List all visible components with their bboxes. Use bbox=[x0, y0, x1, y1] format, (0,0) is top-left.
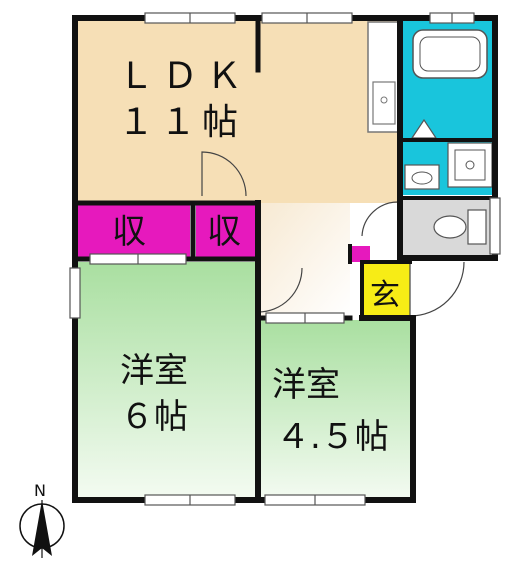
western-room-6-size: ６帖 bbox=[120, 397, 188, 437]
western-room-45-size: ４.５帖 bbox=[276, 417, 389, 457]
toilet-tank bbox=[467, 209, 487, 245]
toilet-bowl bbox=[433, 215, 467, 239]
entrance-label: 玄 bbox=[370, 278, 400, 313]
hallway-floor bbox=[258, 203, 350, 317]
compass-north-label: N bbox=[34, 481, 46, 500]
washbasin bbox=[404, 164, 440, 190]
storage-right-fill bbox=[196, 203, 256, 257]
compass-arrow-icon bbox=[32, 500, 52, 556]
storage-left-fill bbox=[75, 203, 190, 257]
entrance-floor bbox=[362, 262, 410, 318]
western-room-6-floor bbox=[75, 262, 258, 500]
western-room-45-name: 洋室 bbox=[272, 365, 340, 405]
north-compass: N bbox=[19, 481, 65, 558]
storage-left-label: 収 bbox=[112, 212, 146, 252]
shoe-box bbox=[350, 246, 370, 262]
ldk-floor bbox=[75, 18, 400, 203]
western-room-6-name: 洋室 bbox=[120, 351, 188, 391]
washing-machine-drain bbox=[465, 160, 475, 170]
windows bbox=[69, 12, 501, 506]
western-room-45-floor bbox=[260, 320, 413, 500]
ldk-room-name: ＬＤＫ bbox=[118, 56, 250, 97]
bathtub bbox=[412, 29, 488, 79]
sink-drain bbox=[380, 96, 388, 104]
ldk-room-size: １１帖 bbox=[118, 102, 244, 143]
washing-machine-pan-inner bbox=[454, 149, 486, 181]
storage-right-label: 収 bbox=[207, 212, 241, 252]
washbasin-bowl bbox=[411, 171, 433, 185]
bathtub-inner bbox=[419, 36, 481, 72]
